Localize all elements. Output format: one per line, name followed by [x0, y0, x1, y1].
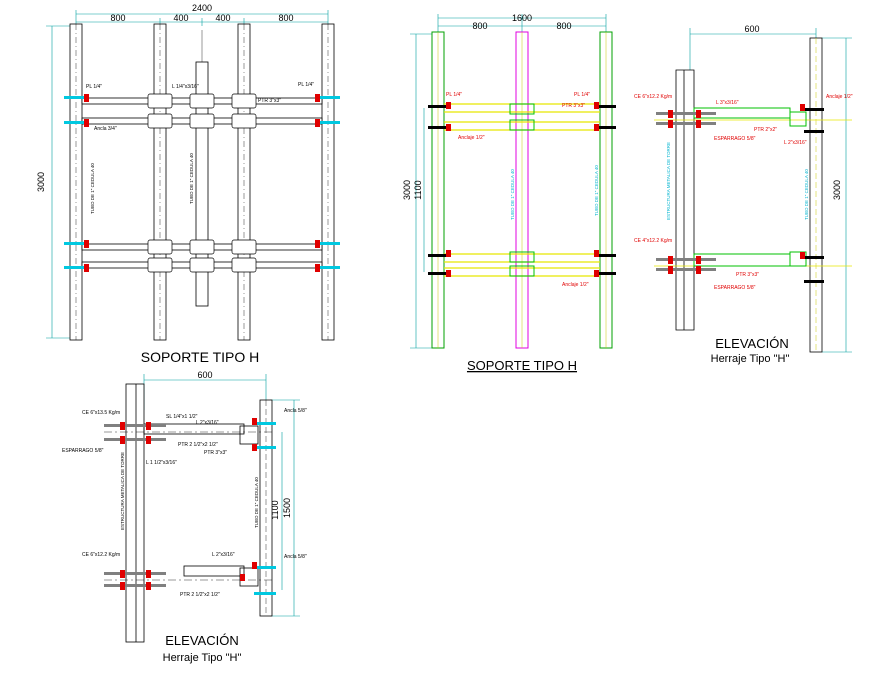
dim-inner-height: 1100 [270, 500, 280, 519]
dim-seg2: 800 [556, 21, 571, 31]
label-anchor-bottom: Ancla 5/8" [284, 554, 307, 560]
view-soporte-tipo-h-left: 2400 800 400 400 800 3000 [36, 3, 340, 365]
dim-seg1: 800 [110, 13, 125, 23]
dim-seg1: 800 [472, 21, 487, 31]
dim-inner-height: 1100 [413, 180, 423, 199]
dim-overall-width: 2400 [192, 3, 212, 13]
view-elevacion-right: 600 3000 [634, 24, 853, 365]
label-angle-top: L 2"x3/16" [196, 420, 219, 426]
view-title: SOPORTE TIPO H [467, 358, 577, 373]
dimension-right [822, 37, 852, 353]
label-ce-bottom: CE 6"x12.2 Kg/m [82, 552, 120, 558]
tower-structure [675, 69, 695, 331]
view-elevacion-bottom: 600 1500 1100 [62, 370, 307, 664]
anchor-nuts-red [84, 94, 320, 272]
label-pl-left: PL 1/4" [86, 84, 102, 90]
view-soporte-tipo-h-center: 1600 800 800 3000 1100 [402, 13, 616, 373]
label-angle-bottom: L 2"x3/16" [212, 552, 235, 558]
label-ptr-bottom: PTR 2 1/2"x2 1/2" [180, 592, 220, 598]
bolt-plates-cyan [254, 422, 276, 595]
label-ptr-bottom: PTR 3"x3" [736, 272, 759, 278]
studs [656, 112, 716, 271]
label-ptr-mid: PTR 3"x3" [204, 450, 227, 456]
dim-overall-width: 1600 [512, 13, 532, 23]
label-pl-right: PL 1/4" [298, 82, 314, 88]
label-anchor-bottom: Anclaje 1/2" [562, 282, 589, 288]
dim-seg4: 800 [278, 13, 293, 23]
label-anchor-top: Anclaje 1/2" [458, 135, 485, 141]
bolts [804, 108, 824, 283]
anchor-nuts-red [120, 418, 257, 590]
center-clamps [509, 103, 535, 277]
brackets-green [693, 107, 807, 267]
centerlines [75, 24, 329, 340]
label-vertical-center: TUBO DE 1" CEDULA 40 [189, 153, 194, 204]
label-l-small: L 2"x3/16" [784, 140, 807, 146]
dimension-left [410, 33, 432, 349]
label-esparrago-bottom: ESPARRAGO 5/8" [714, 285, 756, 291]
view-title: SOPORTE TIPO H [141, 349, 260, 365]
dim-height: 3000 [832, 180, 842, 200]
bolt-plates-cyan [64, 96, 340, 269]
label-pl-left: PL 1/4" [446, 92, 462, 98]
dim-height: 3000 [36, 172, 46, 192]
label-vertical-right: TUBO DE 1" CEDULA 40 [594, 165, 599, 216]
studs [104, 424, 166, 587]
dim-width: 600 [744, 24, 759, 34]
label-angle: L 1/4"x3/16" [172, 84, 199, 90]
label-vertical-pipe: TUBO DE 1" CEDULA 40 [804, 169, 809, 220]
label-vertical-pipe: TUBO DE 1" CEDULA 40 [254, 477, 259, 528]
view-title: ELEVACIÓN [165, 633, 238, 648]
label-vertical-tower: ESTRUCTURA METALICA DE TORRE [666, 142, 671, 220]
dimension-top-overall [75, 10, 329, 26]
label-pl-right: PL 1/4" [574, 92, 590, 98]
dim-width: 600 [197, 370, 212, 380]
label-angle: L 3"x3/16" [716, 100, 739, 106]
label-vertical-center: TUBO DE 1" CEDULA 40 [510, 169, 515, 220]
tower-column [125, 383, 145, 643]
label-ptr: PTR 3"x3" [562, 103, 585, 109]
post-centerlines [437, 32, 607, 348]
label-anchor: Ancla 3/4" [94, 126, 117, 132]
label-esparrago-top: ESPARRAGO 5/8" [714, 136, 756, 142]
label-ce-top: CE 6"x13.5 Kg/m [82, 410, 120, 416]
view-title: ELEVACIÓN [715, 336, 788, 351]
view-subtitle: Herraje Tipo "H" [163, 652, 242, 664]
label-ptr-top: PTR 2 1/2"x2 1/2" [178, 442, 218, 448]
label-esparrago: ESPARRAGO 5/8" [62, 448, 104, 454]
clamps [147, 93, 257, 273]
bolts [428, 105, 616, 275]
dim-height: 3000 [402, 180, 412, 200]
label-anchor: Anclaje 1/2" [826, 94, 853, 100]
dim-height: 1500 [282, 498, 292, 518]
dimension-top [689, 28, 817, 70]
dimension-top [437, 14, 607, 34]
anchor-nuts-red [446, 102, 599, 277]
label-sl: SL 1/4"x1 1/2" [166, 414, 198, 420]
label-ptr-top: PTR 2"x2" [754, 127, 777, 133]
dim-seg2: 400 [173, 13, 188, 23]
label-anchor-top: Ancla 5/8" [284, 408, 307, 414]
label-angle-mid: L 1 1/2"x3/16" [146, 460, 177, 466]
label-ce-bottom: CE 4"x12.2 Kg/m [634, 238, 672, 244]
posts [69, 23, 335, 341]
dimension-left-height [46, 25, 70, 339]
label-ptr: PTR 3"x3" [258, 98, 281, 104]
brackets [143, 423, 259, 587]
label-vertical-tower: ESTRUCTURA METALICA DE TORRE [120, 452, 125, 530]
anchor-nuts-red [668, 104, 805, 274]
view-subtitle: Herraje Tipo "H" [711, 353, 790, 365]
dimension-right [270, 399, 300, 617]
dim-seg3: 400 [215, 13, 230, 23]
label-ce-top: CE 6"x12.2 Kg/m [634, 94, 672, 100]
label-vertical-left: TUBO DE 1" CEDULA 40 [90, 163, 95, 214]
